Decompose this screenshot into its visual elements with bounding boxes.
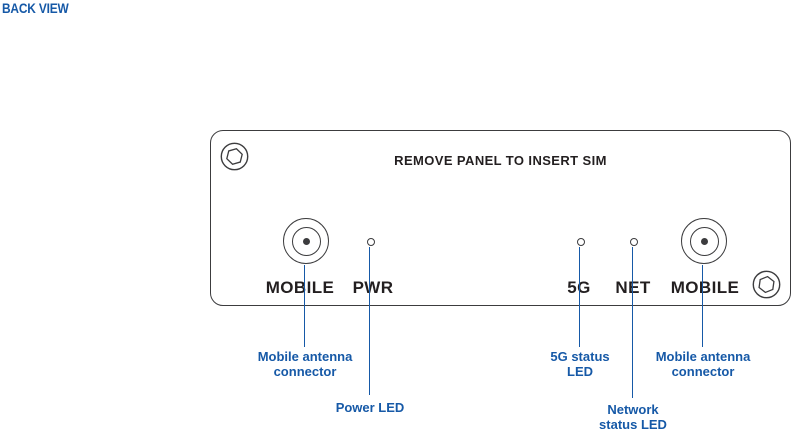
antenna-connector-ring: [291, 226, 321, 256]
callout-label-5g-status-led: 5G status LED: [550, 349, 610, 380]
network-led-indicator: [630, 238, 638, 246]
5g-led-indicator: [577, 238, 585, 246]
port-label-net: NET: [615, 278, 651, 297]
antenna-connector-pin: [302, 237, 310, 245]
hex-screw-icon: [220, 142, 249, 171]
hex-screw-icon: [752, 270, 781, 299]
callout-label-mobile-antenna-right: Mobile antenna connector: [655, 349, 751, 380]
antenna-connector-pin: [700, 237, 708, 245]
callout-label-network-status-led: Network status LED: [599, 402, 667, 431]
panel-instruction: REMOVE PANEL TO INSERT SIM: [394, 153, 607, 168]
antenna-connector-ring: [689, 226, 719, 256]
mobile-antenna-connector-left: [283, 218, 329, 264]
callout-label-mobile-antenna-left: Mobile antenna connector: [257, 349, 353, 380]
callout-line: [632, 247, 633, 398]
callout-line: [702, 265, 703, 347]
port-label-pwr: PWR: [352, 278, 394, 297]
port-label-5g: 5G: [567, 278, 591, 297]
page-title: BACK VIEW: [2, 0, 69, 16]
power-led-indicator: [367, 238, 375, 246]
mobile-antenna-connector-right: [681, 218, 727, 264]
port-label-mobile-left: MOBILE: [265, 278, 335, 297]
device-panel: REMOVE PANEL TO INSERT SIM MOBILE PWR 5G…: [210, 130, 791, 306]
callout-line: [579, 247, 580, 347]
callout-line: [369, 247, 370, 395]
callout-label-power-led: Power LED: [335, 400, 405, 415]
callout-line: [304, 265, 305, 347]
port-label-mobile-right: MOBILE: [670, 278, 740, 297]
